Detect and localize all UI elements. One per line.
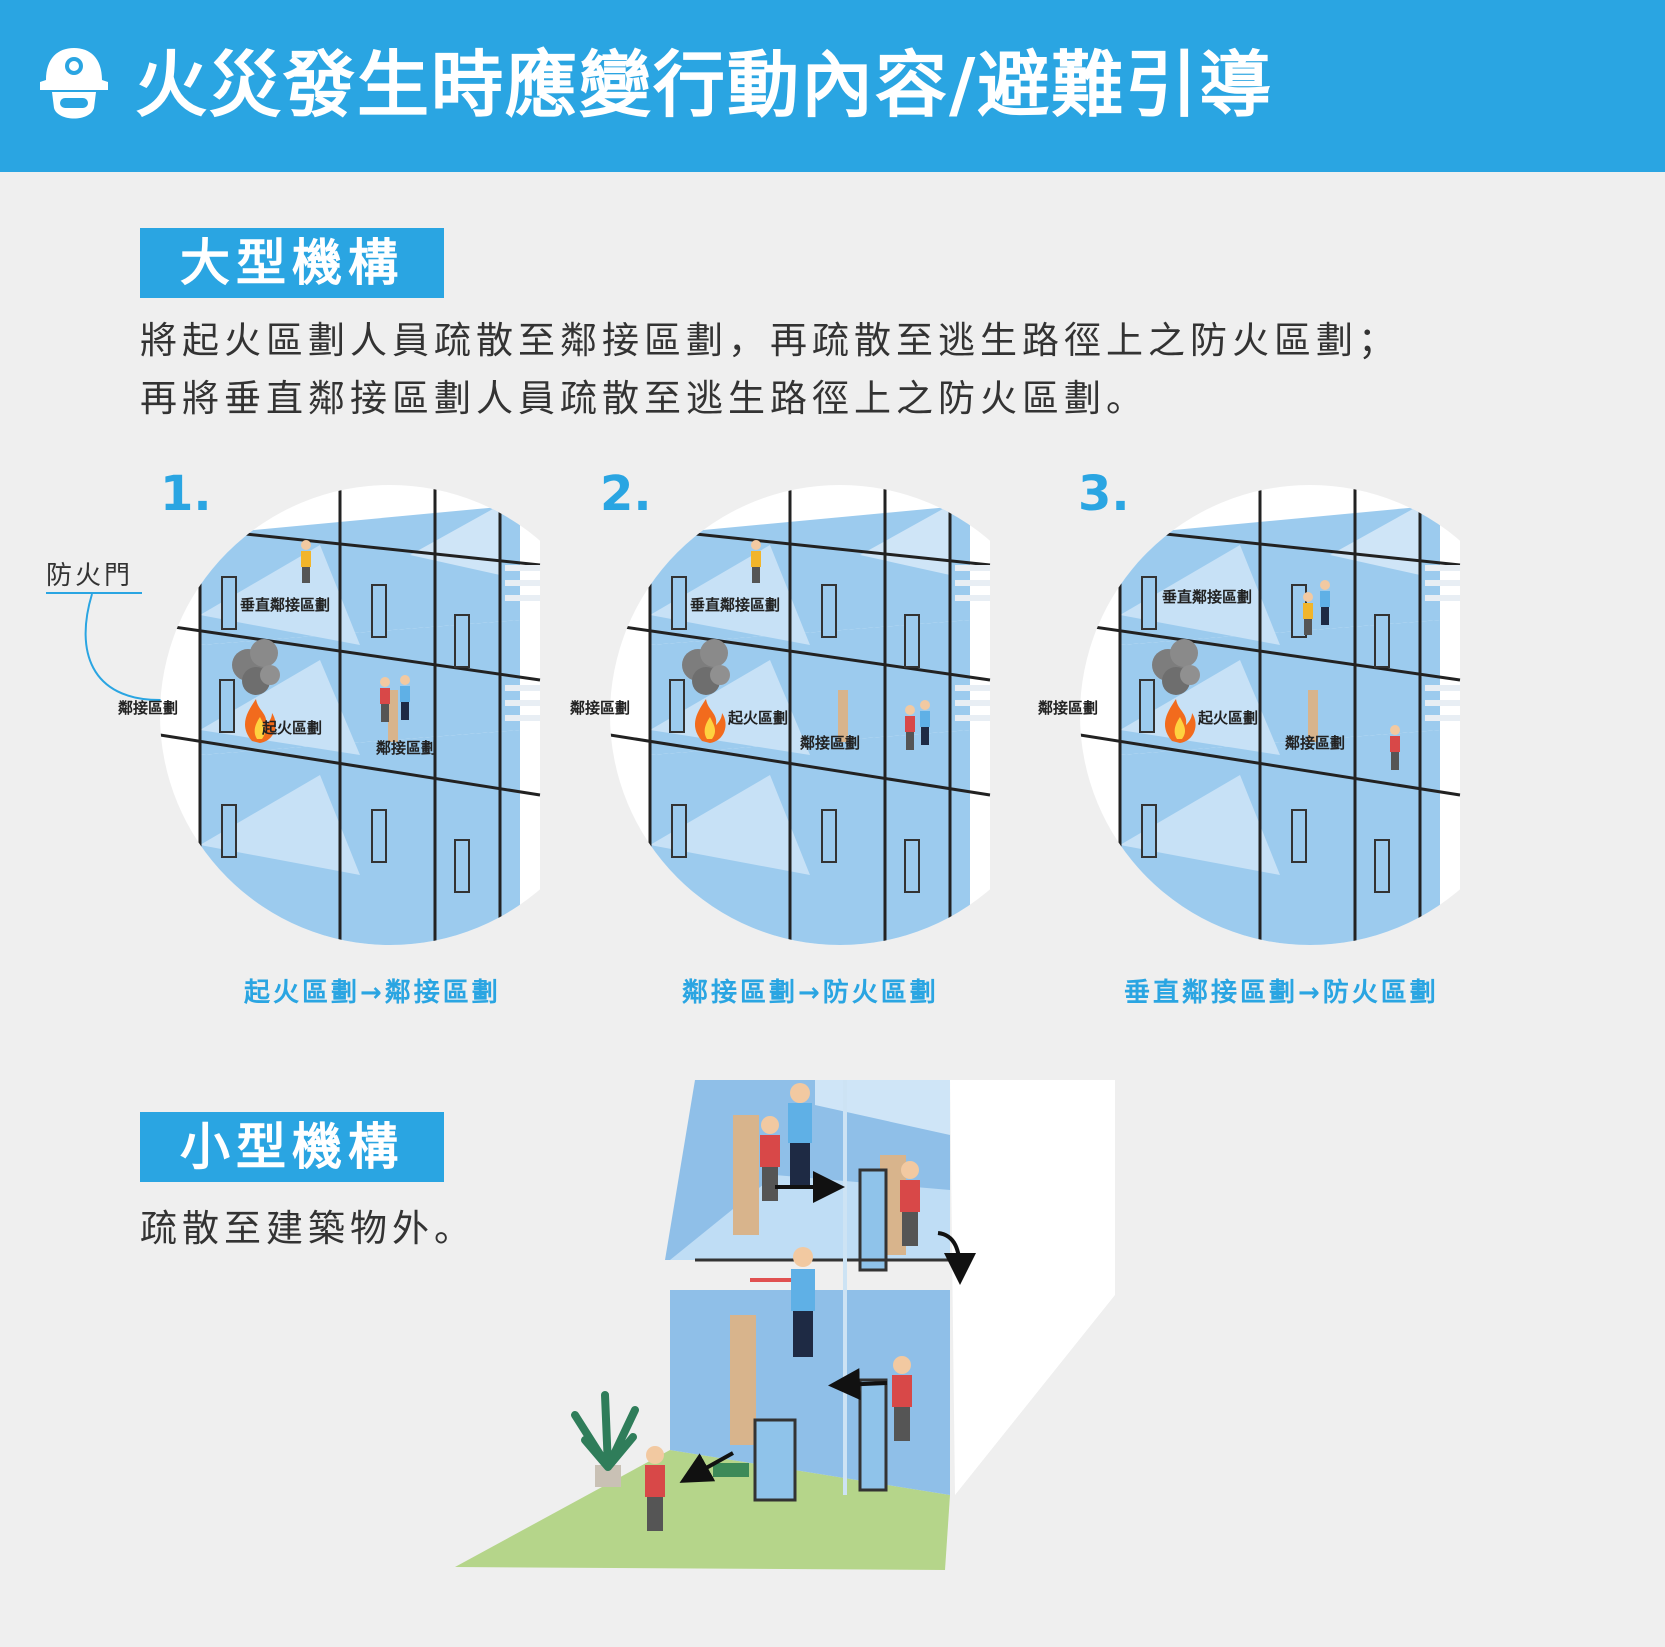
step2-label-fire: 起火區劃 — [727, 709, 788, 727]
large-institution-tag: 大型機構 — [140, 228, 444, 298]
step1-caption: 起火區劃→鄰接區劃 — [244, 978, 501, 1008]
elderly-upper-right — [900, 1161, 920, 1246]
step3-label-adjacent-left: 鄰接區劃 — [1038, 699, 1099, 717]
fire-door-underline — [46, 592, 142, 594]
arrow-down-turn — [937, 1231, 976, 1285]
step2-caption: 鄰接區劃→防火區劃 — [682, 978, 939, 1008]
staff-upper — [788, 1083, 812, 1185]
step1-label-adjacent-left: 鄰接區劃 — [118, 699, 179, 717]
header-bar: 火災發生時應變行動內容/避難引導 — [0, 0, 1665, 172]
small-institution-building-illustration — [455, 1080, 1115, 1570]
person-vertical-zone — [751, 540, 761, 583]
staff-person — [920, 700, 930, 745]
step3-label-adjacent-right: 鄰接區劃 — [1285, 734, 1345, 752]
step3-panel: 3. 垂直鄰接區劃 起火區劃 鄰接區劃 鄰接區劃 — [1038, 466, 1461, 955]
elderly-outside — [645, 1446, 665, 1531]
staff-person — [1320, 580, 1330, 625]
smoke-cloud — [682, 639, 730, 695]
person-vertical-zone — [301, 540, 311, 583]
staff-person — [400, 675, 410, 720]
grass-ground — [455, 1450, 950, 1570]
step1-label-adjacent-right: 鄰接區劃 — [376, 739, 436, 757]
step2-panel: 2. 垂直鄰接區劃 起火區劃 鄰接區劃 鄰接區劃 — [570, 466, 991, 955]
shrub — [713, 1463, 749, 1477]
exit-door — [753, 1418, 797, 1502]
small-desc: 疏散至建築物外。 — [140, 1207, 476, 1250]
firefighter-helmet-icon — [40, 48, 108, 119]
smoke-cloud — [1152, 639, 1200, 695]
step2-number: 2. — [600, 466, 652, 522]
step2-building-diagram: 2. 垂直鄰接區劃 起火區劃 鄰接區劃 — [600, 466, 991, 945]
step3-caption: 垂直鄰接區劃→防火區劃 — [1124, 978, 1439, 1008]
staff-lower — [750, 1247, 815, 1357]
step2-label-vertical: 垂直鄰接區劃 — [690, 596, 780, 614]
step3-label-vertical: 垂直鄰接區劃 — [1162, 588, 1252, 606]
arrow-outside — [679, 1451, 734, 1483]
potted-plant — [571, 1391, 639, 1487]
small-institution-tag: 小型機構 — [140, 1112, 444, 1182]
elderly-person — [1390, 725, 1400, 770]
step1-building-diagram: 1. 垂直鄰接區劃 起火區劃 鄰接區劃 — [160, 466, 541, 945]
step2-label-adjacent-left: 鄰接區劃 — [570, 699, 631, 717]
step1-label-vertical: 垂直鄰接區劃 — [240, 596, 330, 614]
door-upper-left — [733, 1115, 759, 1235]
page-title: 火災發生時應變行動內容/避難引導 — [135, 43, 1274, 127]
step3-building-diagram: 3. 垂直鄰接區劃 起火區劃 鄰接區劃 — [1078, 466, 1461, 945]
fire-door-label: 防火門 — [46, 561, 134, 591]
step3-number: 3. — [1078, 466, 1130, 522]
large-desc-line1: 將起火區劃人員疏散至鄰接區劃，再疏散至逃生路徑上之防火區劃； — [140, 319, 1400, 362]
step1-label-fire: 起火區劃 — [261, 719, 322, 737]
person-vertical-zone — [1303, 592, 1313, 635]
arrow-lower — [828, 1368, 888, 1401]
step3-label-fire: 起火區劃 — [1197, 709, 1258, 727]
step1-number: 1. — [160, 466, 212, 522]
elderly-person — [905, 705, 915, 750]
step2-label-adjacent-right: 鄰接區劃 — [800, 734, 860, 752]
smoke-cloud — [232, 639, 280, 695]
building-side-wall — [950, 1080, 1115, 1495]
elderly-lower-right — [892, 1356, 912, 1441]
elderly-upper-left — [760, 1116, 780, 1201]
large-desc-line2: 再將垂直鄰接區劃人員疏散至逃生路徑上之防火區劃。 — [140, 377, 1148, 420]
step1-panel: 1. 垂直鄰接區劃 起火區劃 鄰接區劃 鄰接區劃 — [118, 466, 541, 955]
elderly-person — [380, 677, 390, 722]
door-lower-left — [730, 1315, 756, 1445]
